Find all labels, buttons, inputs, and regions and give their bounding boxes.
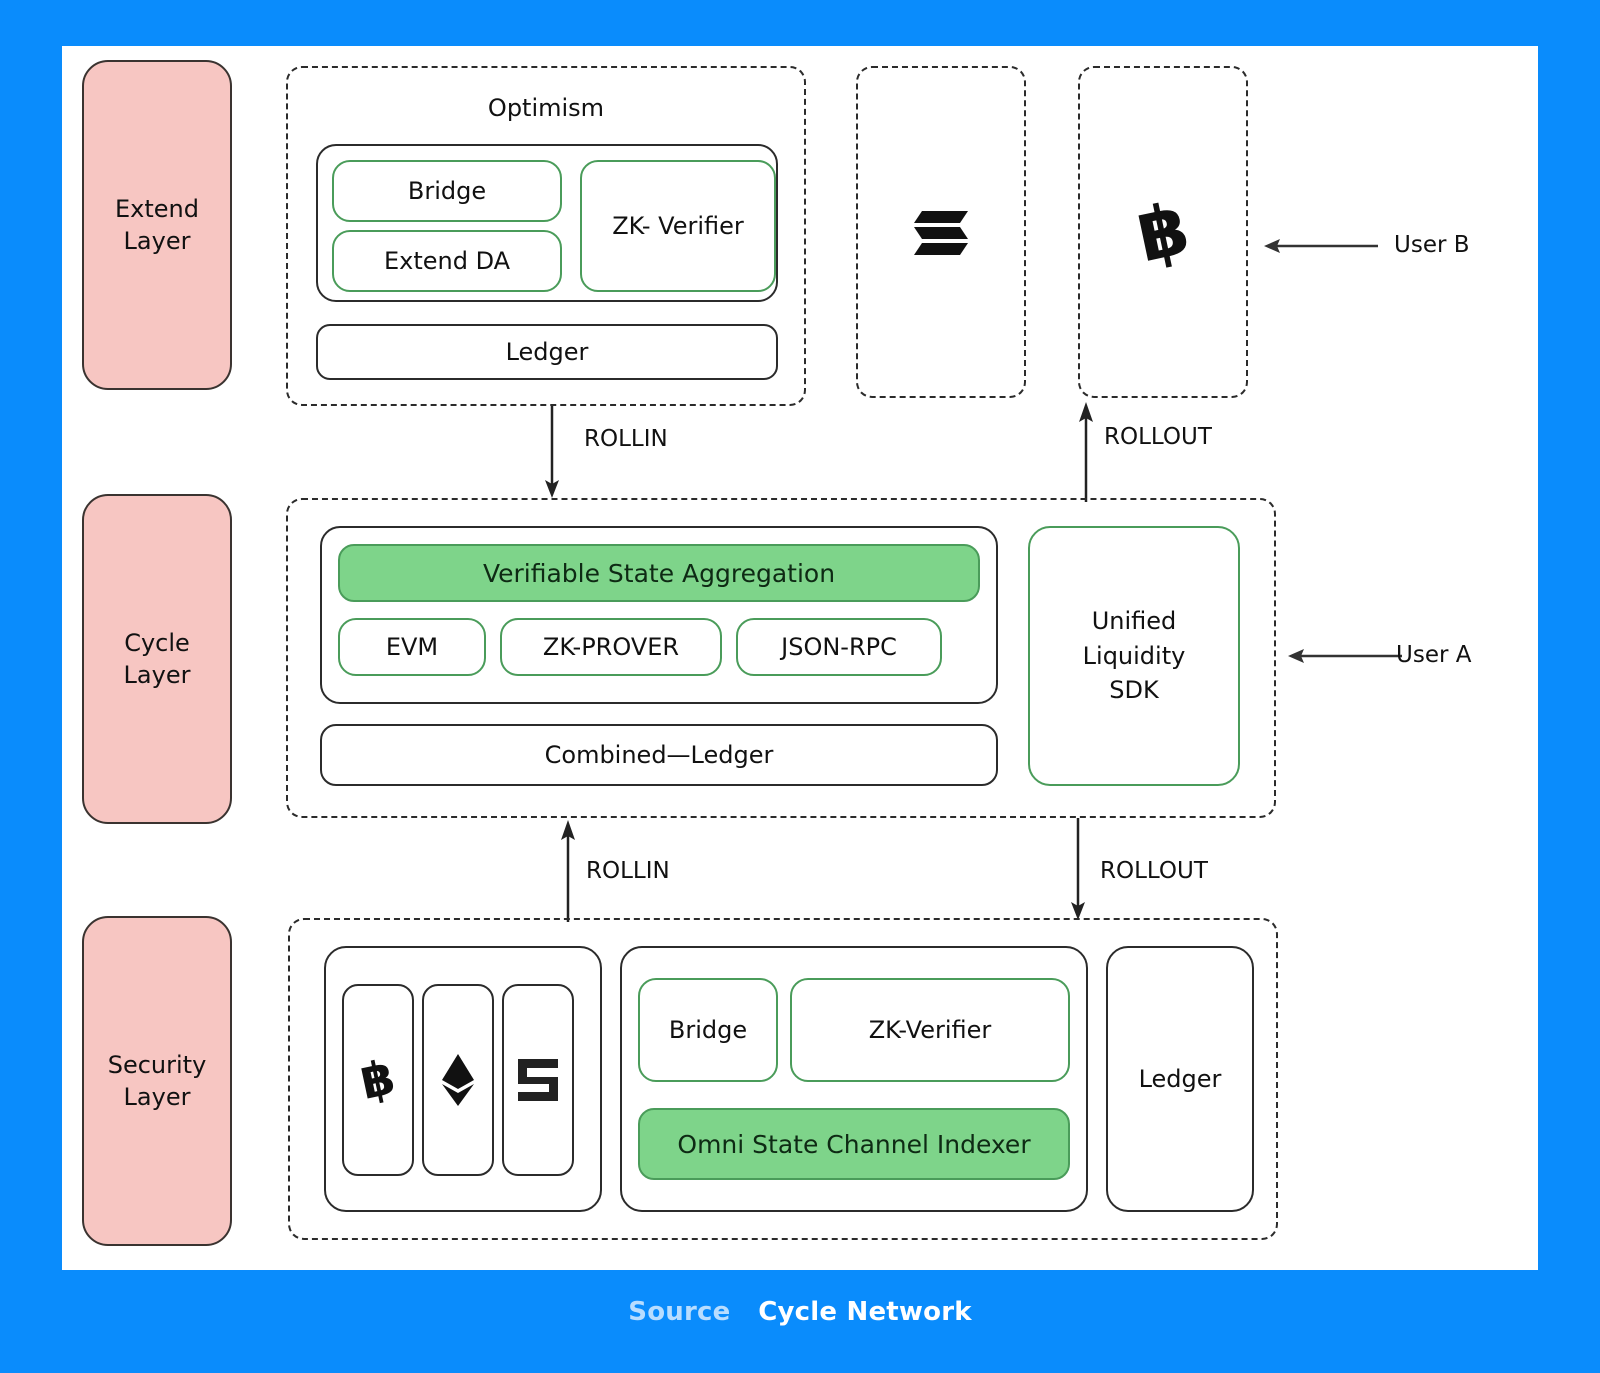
security-ledger-box[interactable]: Ledger	[1106, 946, 1254, 1212]
layer-pink-extend: Extend Layer	[82, 60, 232, 390]
security-cycle-box	[502, 984, 574, 1176]
rollin-bottom-arrow	[554, 818, 582, 922]
layer-pink-cycle: Cycle Layer	[82, 494, 232, 824]
security-bitcoin-box: ฿	[342, 984, 414, 1176]
optimism-bridge-label: Bridge	[407, 177, 487, 205]
combined-ledger-box[interactable]: Combined—Ledger	[320, 724, 998, 786]
json-rpc-box[interactable]: JSON-RPC	[736, 618, 942, 676]
optimism-extend-da-label: Extend DA	[383, 247, 511, 275]
user-b-label: User B	[1394, 232, 1470, 258]
zk-prover-box[interactable]: ZK-PROVER	[500, 618, 722, 676]
optimism-ledger-box[interactable]: Ledger	[316, 324, 778, 380]
solana-icon	[858, 68, 1024, 396]
user-a-label: User A	[1396, 642, 1472, 668]
bitcoin-icon: ฿	[1129, 185, 1197, 279]
verifiable-state-aggregation-label: Verifiable State Aggregation	[482, 558, 836, 588]
evm-box[interactable]: EVM	[338, 618, 486, 676]
verifiable-state-aggregation-box[interactable]: Verifiable State Aggregation	[338, 544, 980, 602]
optimism-title: Optimism	[487, 94, 605, 122]
omni-state-channel-indexer-label: Omni State Channel Indexer	[677, 1129, 1031, 1159]
optimism-ledger-label: Ledger	[505, 338, 589, 366]
security-bridge-label: Bridge	[668, 1016, 748, 1044]
optimism-zk-verifier-label: ZK- Verifier	[612, 212, 744, 240]
bitcoin-icon: ฿	[355, 1049, 401, 1111]
security-ledger-label: Ledger	[1138, 1065, 1222, 1093]
optimism-zk-verifier-box[interactable]: ZK- Verifier	[580, 160, 776, 292]
optimism-extend-da-box[interactable]: Extend DA	[332, 230, 562, 292]
diagram-canvas: Extend Layer Cycle Layer Security Layer …	[62, 46, 1538, 1270]
security-layer-container: ฿ Br	[288, 918, 1278, 1240]
user-a-arrow	[1284, 644, 1404, 668]
layer-extend-text: Extend Layer	[115, 194, 199, 255]
ethereum-icon	[441, 1054, 475, 1106]
unified-liquidity-sdk-box[interactable]: Unified Liquidity SDK	[1028, 526, 1240, 786]
zk-prover-label: ZK-PROVER	[542, 633, 680, 661]
rollout-bottom-arrow	[1064, 818, 1092, 922]
rollout-top-label: ROLLOUT	[1104, 424, 1212, 450]
security-ethereum-box	[422, 984, 494, 1176]
security-zk-verifier-label: ZK-Verifier	[868, 1016, 992, 1044]
rollout-top-arrow	[1072, 398, 1100, 502]
cycle-layer-container: Verifiable State Aggregation EVM ZK-PROV…	[286, 498, 1276, 818]
evm-label: EVM	[385, 633, 439, 661]
cycle-s-icon	[516, 1057, 560, 1103]
rollin-top-arrow	[538, 406, 566, 500]
user-b-arrow	[1260, 234, 1380, 258]
footer-caption: Source Cycle Network	[0, 1282, 1600, 1342]
footer-source-word: Source	[628, 1297, 731, 1327]
rollin-bottom-label: ROLLIN	[586, 858, 670, 884]
json-rpc-label: JSON-RPC	[781, 633, 897, 661]
security-bridge-box[interactable]: Bridge	[638, 978, 778, 1082]
optimism-container: Optimism Bridge Extend DA ZK- Verifier L…	[286, 66, 806, 406]
combined-ledger-label: Combined—Ledger	[544, 741, 774, 769]
omni-state-channel-indexer-box[interactable]: Omni State Channel Indexer	[638, 1108, 1070, 1180]
layer-pink-security: Security Layer	[82, 916, 232, 1246]
rollin-top-label: ROLLIN	[584, 426, 668, 452]
optimism-bridge-box[interactable]: Bridge	[332, 160, 562, 222]
solana-chain-box	[856, 66, 1026, 398]
security-zk-verifier-box[interactable]: ZK-Verifier	[790, 978, 1070, 1082]
footer-brand: Cycle Network	[758, 1297, 972, 1327]
layer-security-text: Security Layer	[107, 1050, 207, 1111]
rollout-bottom-label: ROLLOUT	[1100, 858, 1208, 884]
layer-cycle-text: Cycle Layer	[123, 628, 191, 689]
unified-liquidity-sdk-label: Unified Liquidity SDK	[1082, 606, 1186, 705]
bitcoin-chain-box: ฿	[1078, 66, 1248, 398]
